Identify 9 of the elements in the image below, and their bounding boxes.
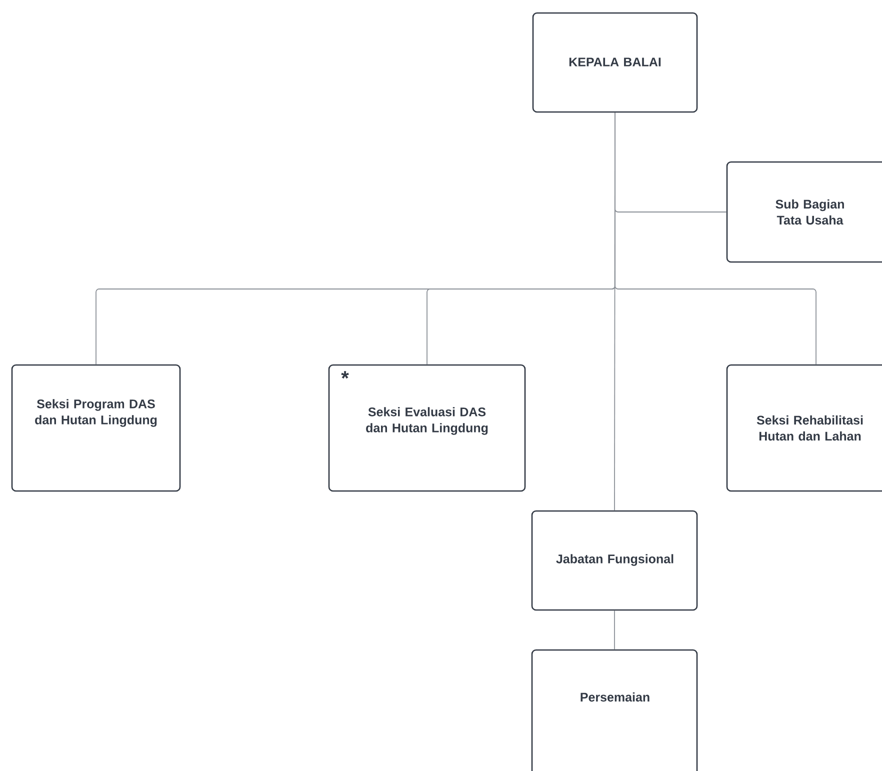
org-box: Seksi Rehabilitasi Hutan dan Lahan bbox=[726, 364, 882, 492]
org-box: * Seksi Evaluasi DAS dan Hutan Lingdung bbox=[328, 364, 526, 492]
connector-line bbox=[614, 610, 615, 650]
connector-line bbox=[614, 112, 616, 511]
org-box: KEPALA BALAI bbox=[532, 12, 698, 113]
org-box: Seksi Program DAS dan Hutan Lingdung bbox=[11, 364, 181, 492]
org-box: Sub Bagian Tata Usaha bbox=[726, 161, 882, 263]
org-box: Jabatan Fungsional bbox=[531, 510, 698, 611]
org-box: Persemaian bbox=[531, 649, 698, 771]
